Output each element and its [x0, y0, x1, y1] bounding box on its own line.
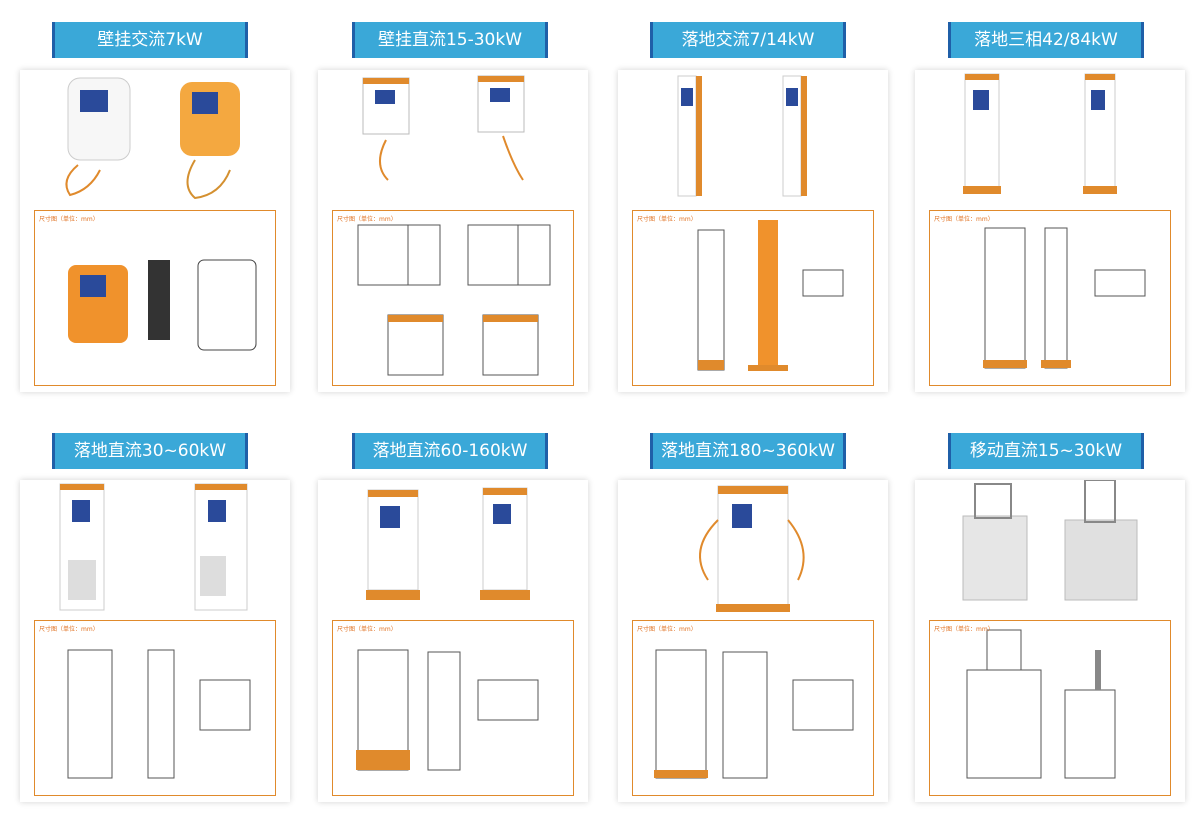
product-card: 尺寸图（单位：mm）	[318, 70, 588, 392]
dimension-label: 尺寸图（单位：mm）	[934, 626, 994, 633]
product-title-banner: 移动直流15~30kW	[948, 433, 1144, 469]
dimension-drawing-frame: 尺寸图（单位：mm）	[34, 210, 276, 386]
product-photo	[357, 75, 551, 376]
dimension-label: 尺寸图（单位：mm）	[39, 626, 99, 633]
dimension-drawing-frame: 尺寸图（单位：mm）	[929, 620, 1171, 796]
product-photo	[65, 77, 257, 351]
product-card: 尺寸图（单位：mm）	[618, 480, 888, 802]
product-photo	[654, 485, 854, 779]
product-title-banner: 落地直流30~60kW	[52, 433, 248, 469]
dimension-drawing-frame: 尺寸图（单位：mm）	[632, 620, 874, 796]
dimension-drawing-frame: 尺寸图（单位：mm）	[332, 620, 574, 796]
dimension-label: 尺寸图（单位：mm）	[637, 216, 697, 223]
dimension-label: 尺寸图（单位：mm）	[337, 216, 397, 223]
product-photo	[963, 73, 1146, 369]
dimension-label: 尺寸图（单位：mm）	[637, 626, 697, 633]
product-photo	[59, 483, 251, 779]
product-card: 尺寸图（单位：mm）	[318, 480, 588, 802]
product-card: 尺寸图（单位：mm）	[915, 480, 1185, 802]
dimension-label: 尺寸图（单位：mm）	[934, 216, 994, 223]
dimension-label: 尺寸图（单位：mm）	[39, 216, 99, 223]
product-photo	[356, 487, 539, 771]
dimension-drawing-frame: 尺寸图（单位：mm）	[929, 210, 1171, 386]
product-title-banner: 落地交流7/14kW	[650, 22, 846, 58]
dimension-drawing-frame: 尺寸图（单位：mm）	[34, 620, 276, 796]
product-title-banner: 壁挂交流7kW	[52, 22, 248, 58]
product-card: 尺寸图（单位：mm）	[618, 70, 888, 392]
dimension-drawing-frame: 尺寸图（单位：mm）	[332, 210, 574, 386]
dimension-label: 尺寸图（单位：mm）	[337, 626, 397, 633]
product-title-banner: 落地直流60-160kW	[352, 433, 548, 469]
product-title-banner: 壁挂直流15-30kW	[352, 22, 548, 58]
product-card: 尺寸图（单位：mm）	[915, 70, 1185, 392]
product-title-banner: 落地三相42/84kW	[948, 22, 1144, 58]
product-title-banner: 落地直流180~360kW	[650, 433, 846, 469]
product-card: 尺寸图（单位：mm）	[20, 70, 290, 392]
product-photo	[962, 480, 1138, 779]
product-card: 尺寸图（单位：mm）	[20, 480, 290, 802]
dimension-drawing-frame: 尺寸图（单位：mm）	[632, 210, 874, 386]
product-photo	[677, 75, 844, 371]
